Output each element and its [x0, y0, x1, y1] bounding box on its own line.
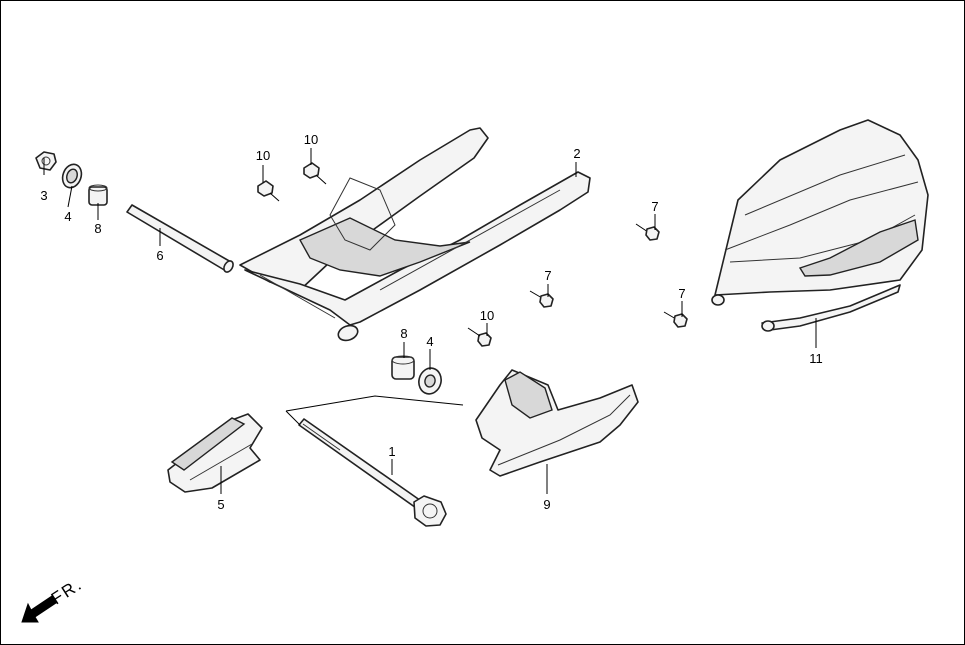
callout-9: 9 [543, 497, 550, 512]
callout-1: 1 [388, 444, 395, 459]
leader-4a [67, 185, 73, 208]
callout-2: 2 [573, 146, 580, 161]
callout-4: 4 [426, 334, 433, 349]
front-direction-arrow-icon [21, 595, 57, 623]
callout-10: 10 [304, 132, 318, 147]
callout-10: 10 [480, 308, 494, 323]
part-bolt-10a [257, 180, 280, 202]
callout-6: 6 [156, 248, 163, 263]
part-bearing-left [88, 184, 108, 206]
part-bolt-7c [663, 311, 688, 328]
part-pivot-bolt [298, 418, 447, 527]
part-nut [35, 151, 57, 171]
part-bolt-10c [467, 327, 492, 347]
callout-11: 11 [809, 351, 823, 366]
callout-8: 8 [400, 326, 407, 341]
part-bearing-right [391, 355, 415, 380]
part-bolt-7b [529, 290, 554, 308]
callout-7: 7 [544, 268, 551, 283]
part-bolt-10b [303, 162, 327, 185]
callout-7: 7 [651, 199, 658, 214]
callout-7: 7 [678, 286, 685, 301]
callout-4: 4 [64, 209, 71, 224]
part-washer-right [418, 367, 442, 395]
callout-10: 10 [256, 148, 270, 163]
part-swingarm [239, 127, 591, 342]
part-bolt-7a [635, 223, 660, 241]
part-chain-guard [475, 369, 639, 477]
part-pivot-tube [126, 204, 234, 273]
callout-8: 8 [94, 221, 101, 236]
part-rear-guard [711, 119, 929, 332]
part-washer-left [61, 163, 83, 189]
callout-3: 3 [40, 188, 47, 203]
callout-5: 5 [217, 497, 224, 512]
part-chain-slider [167, 413, 263, 493]
